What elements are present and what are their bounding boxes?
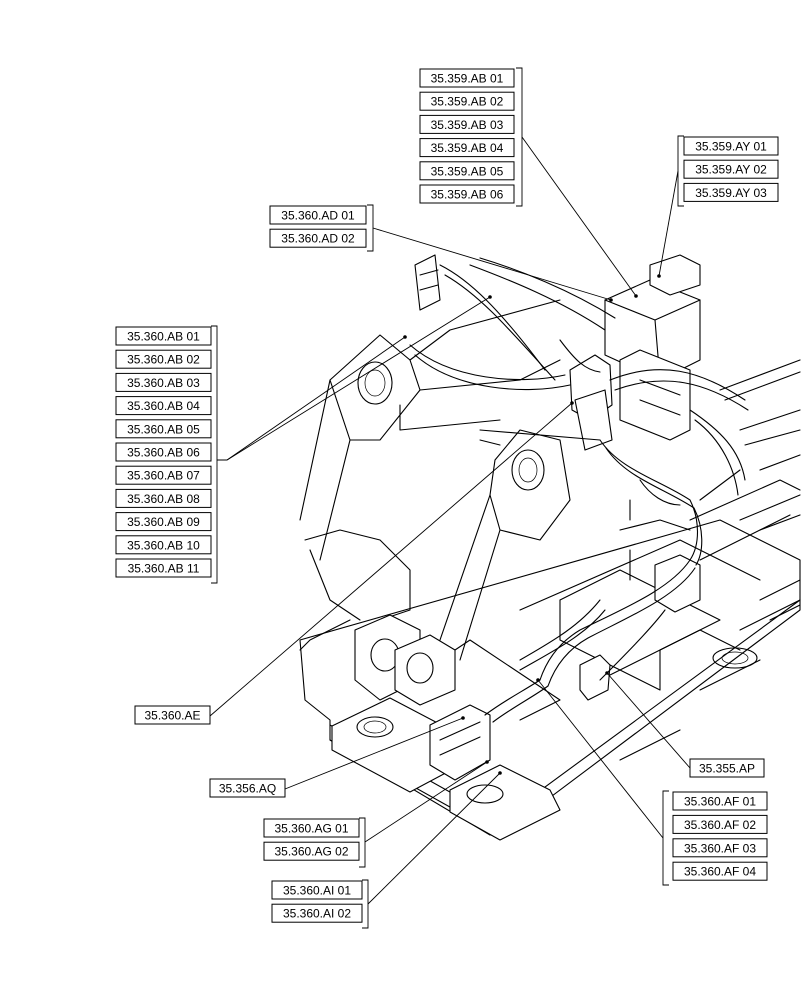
callout-box: [263, 841, 360, 861]
callout-box: [271, 903, 363, 923]
callout-box: [115, 326, 212, 346]
callout-box: [209, 778, 286, 798]
callout-box: [271, 880, 363, 900]
callout-box: [115, 535, 212, 555]
callout-label: 35.359.AB 02: [431, 95, 504, 109]
callout-label: 35.359.AB 01: [431, 72, 504, 86]
callout-box: [115, 558, 212, 578]
callout-label: 35.360.AG 01: [274, 822, 348, 836]
callout-box: [683, 136, 779, 156]
leader-lines: [209, 67, 691, 929]
callout-box: [689, 758, 765, 778]
callout-box: [115, 349, 212, 369]
callout-label: 35.360.AB 07: [127, 469, 200, 483]
callout-box: [672, 861, 768, 881]
callout-box: [269, 205, 367, 225]
callout-group-ab360: 35.360.AB 01 35.360.AB 02 35.360.AB 03 35.3…: [115, 326, 212, 578]
callout-label: 35.360.AF 04: [684, 865, 756, 879]
callout-label: 35.360.AB 08: [127, 492, 200, 506]
callout-group-ai360: 35.360.AI 01 35.360.AI 02: [271, 880, 363, 923]
callout-label: 35.360.AI 01: [283, 884, 351, 898]
callout-box: [115, 372, 212, 392]
callout-label: 35.360.AB 06: [127, 446, 200, 460]
callout-box: [683, 182, 779, 202]
callout-label: 35.359.AB 06: [431, 188, 504, 202]
callout-label: 35.360.AB 05: [127, 422, 200, 436]
callout-label: 35.360.AD 01: [281, 209, 355, 223]
machine-line-drawing: [299, 254, 801, 841]
callout-label: 35.360.AF 03: [684, 841, 756, 855]
callout-label: 35.360.AD 02: [281, 232, 355, 246]
callout-box: [419, 91, 515, 111]
callout-label: 35.360.AB 10: [127, 538, 200, 552]
callout-box: [672, 838, 768, 858]
callout-label: 35.356.AQ: [219, 782, 276, 796]
callout-box: [419, 68, 515, 88]
callout-label: 35.360.AG 02: [274, 845, 348, 859]
callout-box: [115, 465, 212, 485]
callout-box: [115, 512, 212, 532]
callout-label: 35.360.AE: [144, 709, 200, 723]
callout-label: 35.359.AB 04: [431, 141, 504, 155]
callout-group-ag360: 35.360.AG 01 35.360.AG 02: [263, 818, 360, 861]
callout-label: 35.359.AY 03: [695, 186, 767, 200]
callout-label: 35.360.AF 01: [684, 795, 756, 809]
callout-group-ad360: 35.360.AD 01 35.360.AD 02: [269, 205, 367, 248]
callout-label: 35.360.AB 01: [127, 330, 200, 344]
callout-group-af360: 35.360.AF 01 35.360.AF 02 35.360.AF 03 35.3…: [672, 791, 768, 881]
callout-label: 35.360.AB 04: [127, 399, 200, 413]
callout-box: [672, 791, 768, 811]
callout-box: [419, 184, 515, 204]
callout-box: [683, 159, 779, 179]
callout-label: 35.360.AB 11: [128, 562, 200, 576]
callout-box: [419, 114, 515, 134]
callout-label: 35.359.AB 03: [431, 118, 504, 132]
callout-label: 35.359.AY 01: [695, 140, 767, 154]
callout-box: [419, 161, 515, 181]
callout-label: 35.355.AP: [699, 762, 755, 776]
callout-label: 35.360.AB 02: [127, 353, 200, 367]
callout-box: [672, 814, 768, 834]
callout-group-aq356: 35.356.AQ: [209, 778, 286, 798]
callout-label: 35.360.AB 03: [127, 376, 200, 390]
callout-box: [134, 705, 211, 725]
callout-box: [115, 488, 212, 508]
callout-box: [115, 396, 212, 416]
callout-box: [263, 818, 360, 838]
callout-label: 35.360.AI 02: [283, 907, 351, 921]
callout-label: 35.359.AY 02: [695, 163, 767, 177]
callout-label: 35.359.AB 05: [431, 164, 504, 178]
part-callouts: 35.359.AB 01 35.359.AB 02 35.359.AB 03 35.3…: [115, 68, 779, 923]
callout-box: [115, 442, 212, 462]
callout-box: [419, 138, 515, 158]
callout-group-ap355: 35.355.AP: [689, 758, 765, 778]
callout-group-ab359: 35.359.AB 01 35.359.AB 02 35.359.AB 03 35.3…: [419, 68, 515, 204]
callout-group-ae360: 35.360.AE: [134, 705, 211, 725]
callout-group-ay359: 35.359.AY 01 35.359.AY 02 35.359.AY 03: [683, 136, 779, 202]
callout-label: 35.360.AB 09: [127, 515, 200, 529]
callout-box: [269, 228, 367, 248]
callout-box: [115, 419, 212, 439]
callout-label: 35.360.AF 02: [684, 818, 756, 832]
